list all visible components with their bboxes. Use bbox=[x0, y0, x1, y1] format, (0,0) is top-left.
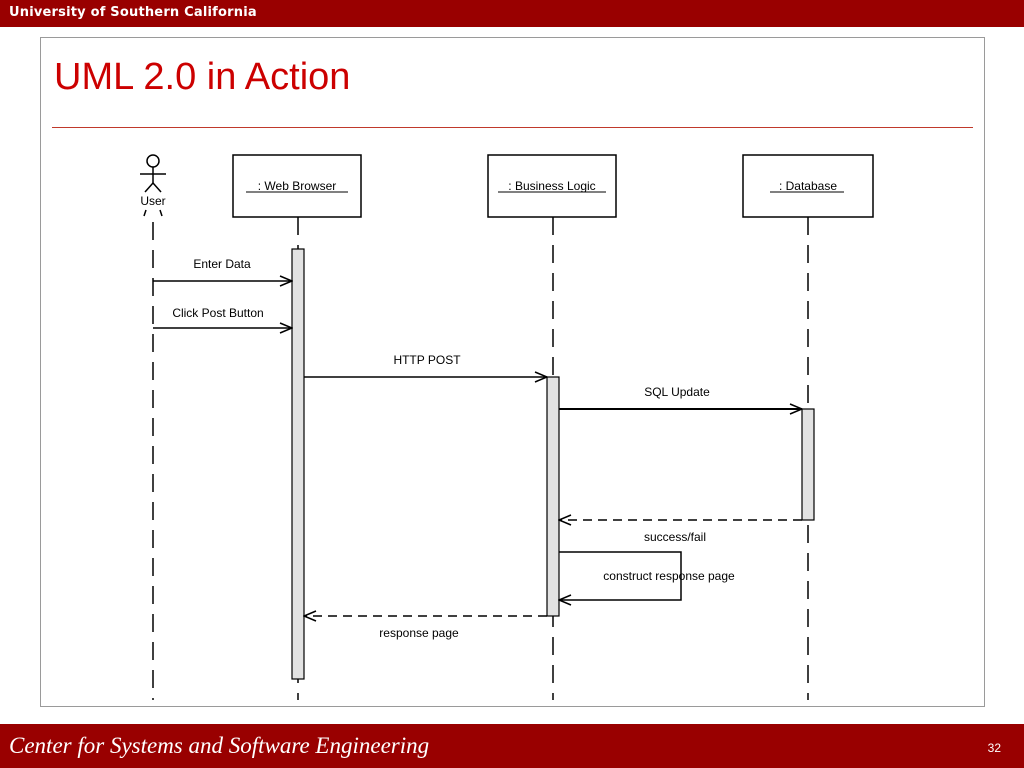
slide-frame bbox=[40, 37, 985, 707]
slide-title: UML 2.0 in Action bbox=[54, 56, 351, 98]
activation-business-logic bbox=[546, 376, 560, 617]
message-label-click-post: Click Post Button bbox=[172, 306, 263, 320]
page-number: 32 bbox=[987, 741, 1001, 755]
message-label-sql-update: SQL Update bbox=[644, 385, 710, 399]
center-name: Center for Systems and Software Engineer… bbox=[9, 733, 430, 758]
message-label-response-page: response page bbox=[379, 626, 459, 640]
lifeline-head-business-logic bbox=[487, 154, 617, 218]
actor-feet-marks bbox=[143, 209, 163, 217]
message-label-construct-response: construct response page bbox=[603, 569, 735, 583]
user-actor-icon bbox=[140, 154, 166, 193]
actor-label: User bbox=[140, 194, 165, 208]
header-bar: University of Southern California bbox=[0, 0, 1024, 27]
message-label-http-post: HTTP POST bbox=[393, 353, 461, 367]
message-arrow-construct-response bbox=[559, 551, 682, 600]
message-label-success-fail: success/fail bbox=[644, 530, 706, 544]
activation-web-browser bbox=[291, 248, 305, 680]
lifeline-label-business-logic: : Business Logic bbox=[508, 179, 595, 193]
footer-bar: Center for Systems and Software Engineer… bbox=[0, 724, 1024, 768]
lifeline-label-web-browser: : Web Browser bbox=[258, 179, 336, 193]
lifeline-label-database: : Database bbox=[779, 179, 837, 193]
university-name: University of Southern California bbox=[9, 5, 257, 20]
message-label-enter-data: Enter Data bbox=[193, 257, 251, 271]
lifeline-head-web-browser bbox=[232, 154, 362, 218]
lifeline-head-database bbox=[742, 154, 874, 218]
activation-database bbox=[801, 408, 815, 521]
title-divider bbox=[52, 127, 973, 128]
